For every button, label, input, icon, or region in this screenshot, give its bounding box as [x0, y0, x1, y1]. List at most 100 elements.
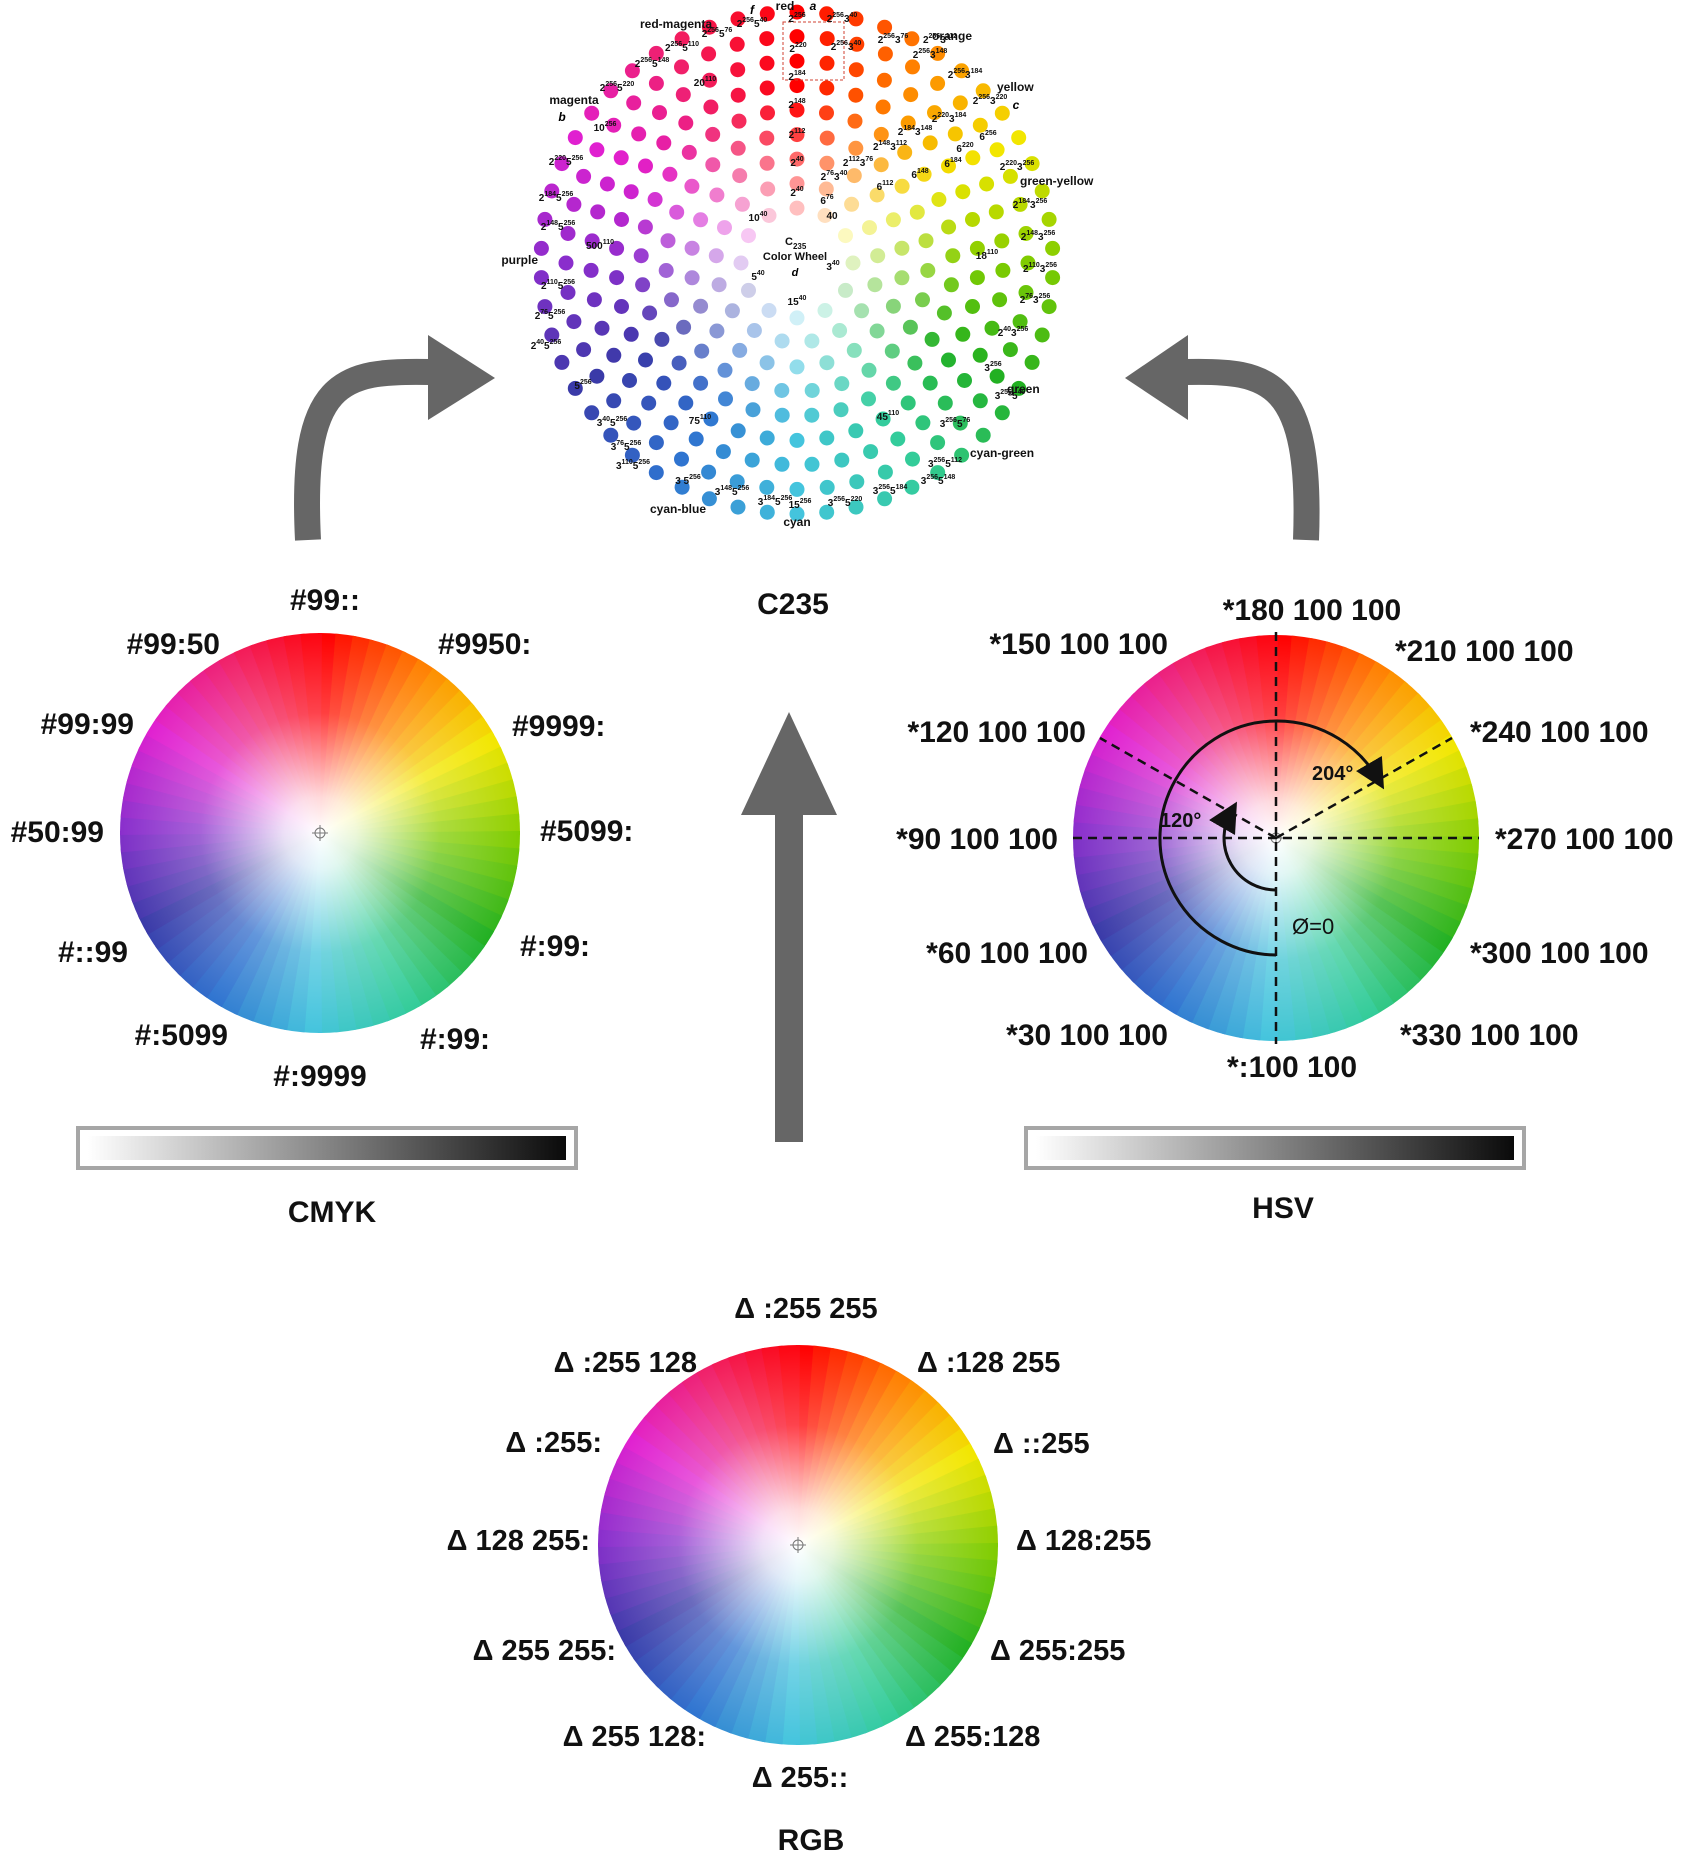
c235-color-dot	[684, 270, 700, 286]
c235-color-dot	[995, 262, 1011, 278]
c235-color-dot	[846, 342, 862, 358]
c235-color-dot	[774, 383, 790, 398]
c235-color-dot	[941, 158, 956, 174]
c235-color-dot	[897, 144, 913, 160]
c235-code-label: 20110	[694, 76, 717, 89]
c235-color-dot	[759, 80, 775, 96]
c235-title: C235	[757, 588, 829, 621]
c235-hue-name-cyan_green: cyan-green	[970, 446, 1034, 460]
c235-color-dot	[905, 451, 920, 467]
c235-color-dot	[589, 142, 605, 158]
c235-code-label: 15256	[789, 498, 812, 511]
c235-color-dot	[675, 87, 691, 103]
c235-color-dot	[626, 415, 642, 431]
c235-code-label: 2148	[788, 98, 805, 111]
c235-color-dot	[975, 427, 991, 443]
c235-color-dot	[732, 342, 748, 358]
c235-code-label: 2220	[789, 42, 806, 55]
c235-color-dot	[583, 262, 599, 278]
c235-color-dot	[847, 113, 863, 129]
c235-color-dot	[730, 423, 746, 439]
c235-code-label: 3256576	[940, 417, 971, 430]
cmyk-label-10: #99:99	[41, 708, 134, 741]
c235-color-dot	[817, 208, 833, 223]
rgb-label-4: Δ 255:255	[990, 1635, 1125, 1667]
c235-color-dot	[936, 305, 952, 321]
c235-color-dot	[703, 99, 719, 115]
c235-color-dot	[1045, 240, 1061, 256]
c235-color-dot	[674, 31, 690, 47]
c235-color-dot	[609, 240, 625, 256]
c235-color-dot	[819, 504, 835, 520]
c235-color-dot	[623, 326, 639, 342]
c235-color-dot	[705, 157, 721, 173]
c235-color-dot	[624, 63, 640, 79]
c235-color-dot	[789, 432, 805, 448]
c235-color-dot	[759, 55, 775, 71]
c235-color-dot	[759, 6, 775, 22]
c235-color-dot	[614, 212, 629, 227]
c235-color-dot	[647, 192, 663, 207]
c235-color-dot	[711, 277, 727, 293]
c235-code-label: 21103256	[1023, 262, 1057, 275]
cmyk-label-8: #::99	[58, 936, 128, 969]
c235-color-dot	[724, 303, 740, 319]
c235-color-dot	[969, 240, 985, 256]
c235-code-label: 31105256	[616, 459, 650, 472]
c235-color-dot	[732, 168, 748, 184]
c235-color-dot	[746, 323, 762, 338]
c235-code-label: 40	[826, 211, 838, 222]
c235-color-dot	[848, 62, 864, 78]
c235-code-label: 340	[826, 260, 839, 273]
c235-color-dot	[838, 282, 853, 298]
c235-code-label: 31485256	[715, 485, 750, 498]
c235-color-dot	[854, 303, 870, 319]
c235-color-dot	[955, 184, 971, 200]
c235-code-label: 31845256	[758, 495, 793, 508]
c235-color-dot	[965, 212, 980, 227]
c235-color-dot	[717, 220, 732, 236]
c235-color-dot	[733, 255, 749, 271]
c235-color-dot	[654, 331, 670, 347]
c235-color-dot	[648, 465, 664, 481]
cmyk-label-1: #9950:	[438, 628, 531, 661]
c235-code-label: 2256576	[702, 27, 733, 40]
rgb-label-3: Δ 128:255	[1016, 1525, 1151, 1557]
c235-code-label: 6148	[911, 168, 928, 181]
c235-color-dot	[1034, 327, 1050, 343]
c235-color-dot	[937, 395, 953, 411]
c235-color-dot	[922, 135, 938, 151]
c235-color-dot	[641, 395, 657, 411]
c235-letter-red_letter: a	[810, 0, 817, 13]
rgb-label-6: Δ 255::	[752, 1762, 849, 1794]
c235-color-dot	[744, 452, 760, 468]
c235-color-dot	[761, 208, 777, 223]
c235-color-dot	[915, 292, 930, 308]
rgb-center-crosshair-icon	[790, 1537, 806, 1553]
c235-color-dot	[890, 431, 906, 447]
c235-color-dot	[624, 447, 640, 463]
cmyk-title: CMYK	[288, 1196, 377, 1229]
c235-color-dot	[567, 130, 583, 146]
c235-color-dot	[759, 355, 775, 371]
c235-code-label: 22203184	[932, 112, 967, 125]
hsv-zero-label: Ø=0	[1292, 914, 1334, 939]
c235-color-dot	[669, 204, 685, 220]
hsv-label-1: *210 100 100	[1395, 635, 1574, 668]
c235-color-dot	[693, 375, 709, 391]
c235-code-label: 240	[790, 186, 803, 199]
c235-hue-name-red: red	[776, 0, 795, 13]
c235-color-dot	[671, 355, 687, 371]
c235-color-dot	[705, 126, 721, 142]
c235-color-dot	[930, 75, 946, 91]
c235-color-dot	[819, 155, 835, 171]
c235-code-label: 240	[790, 156, 803, 169]
c235-color-dot	[885, 212, 901, 228]
c235-color-dot	[560, 285, 576, 300]
c235-color-dot	[731, 113, 747, 129]
c235-color-dot	[648, 75, 664, 91]
c235-color-dot	[729, 36, 745, 52]
c235-hue-name-red_magenta: red-magenta	[640, 17, 712, 31]
rgb-label-8: Δ 255 255:	[473, 1635, 616, 1667]
